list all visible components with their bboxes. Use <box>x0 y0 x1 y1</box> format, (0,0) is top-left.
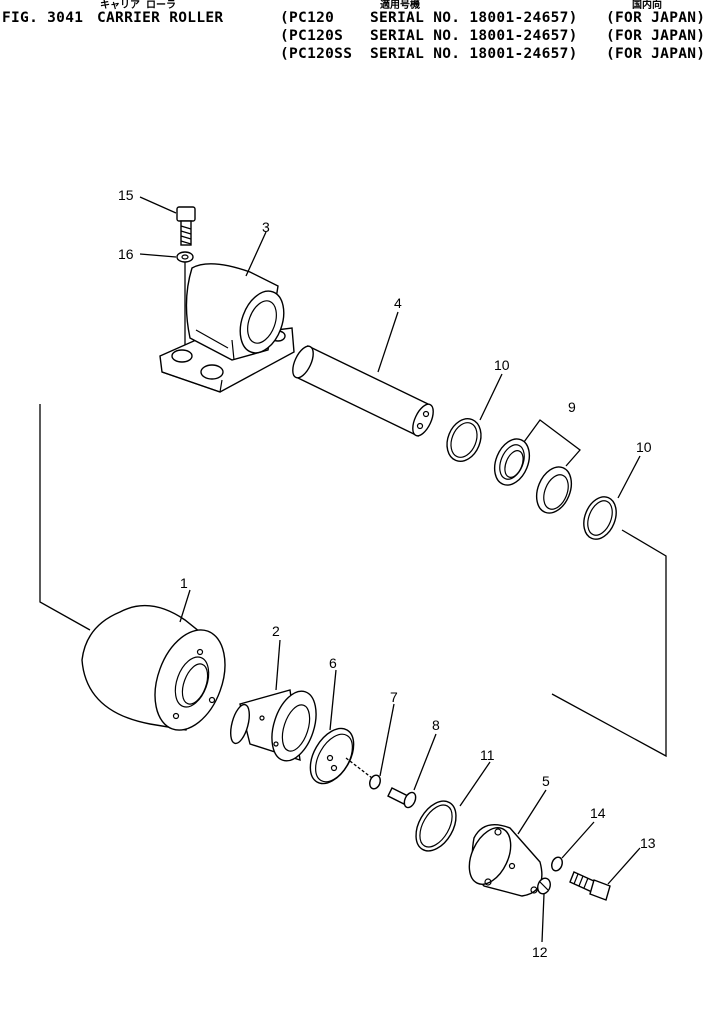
part-4-shaft <box>292 345 434 437</box>
leader-4 <box>377 311 399 373</box>
part-10-o-ring-lower <box>583 496 617 540</box>
callout-5: 5 <box>542 773 550 789</box>
part-9-floating-seal-left <box>493 438 531 486</box>
leader-15 <box>139 196 177 214</box>
model-line-2: (PC120S <box>280 28 344 44</box>
callout-3: 3 <box>262 219 270 235</box>
part-10-o-ring-upper <box>446 418 482 462</box>
part-15-bolt <box>176 206 196 246</box>
part-14-washer <box>551 856 563 872</box>
destination-line-2: (FOR JAPAN) <box>606 28 706 44</box>
part-12-plug <box>537 877 551 895</box>
part-11-o-ring <box>415 800 457 852</box>
leader-10-upper <box>479 373 503 421</box>
part-7-lock-washer <box>369 774 381 790</box>
model-line-1: (PC120 <box>280 10 335 26</box>
callout-7: 7 <box>390 689 398 705</box>
title-japanese: キャリア ローラ <box>100 0 177 11</box>
part-13-bolt <box>569 871 611 901</box>
serial-heading-japanese: 適用号機 <box>380 0 420 11</box>
serial-line-2: SERIAL NO. 18001-24657) <box>370 28 578 44</box>
leader-12 <box>541 893 545 943</box>
figure-title: CARRIER ROLLER <box>97 10 224 26</box>
callout-2: 2 <box>272 623 280 639</box>
part-9-floating-seal-right <box>535 466 573 514</box>
callout-9: 9 <box>568 399 576 415</box>
callout-4: 4 <box>394 295 402 311</box>
callout-11: 11 <box>480 747 495 763</box>
axis-6-7 <box>345 757 373 779</box>
part-1-roller <box>81 604 226 731</box>
part-5-cover <box>468 824 543 897</box>
leader-7 <box>379 703 395 777</box>
part-8-bolt <box>387 787 417 809</box>
leader-10-lower <box>617 455 641 499</box>
part-6-thrust-plate <box>309 727 355 785</box>
callout-6: 6 <box>329 655 337 671</box>
model-line-3: (PC120SS <box>280 46 353 62</box>
callout-15: 15 <box>118 187 134 203</box>
callout-1: 1 <box>180 575 188 591</box>
leader-14 <box>561 821 595 859</box>
callout-10-lower: 10 <box>636 439 652 455</box>
callout-14: 14 <box>590 805 606 821</box>
callout-10-upper: 10 <box>494 357 510 373</box>
leader-9 <box>523 419 581 467</box>
leader-1 <box>179 589 191 623</box>
leader-13 <box>607 847 641 885</box>
destination-heading-japanese: 国内向 <box>632 0 662 11</box>
destination-line-1: (FOR JAPAN) <box>606 10 706 26</box>
callout-12: 12 <box>532 944 548 960</box>
leader-8 <box>413 733 437 791</box>
serial-line-3: SERIAL NO. 18001-24657) <box>370 46 578 62</box>
part-16-washer <box>176 251 194 263</box>
leader-16 <box>139 253 177 258</box>
figure-header: キャリア ローラ 適用号機 国内向 FIG. 3041 CARRIER ROLL… <box>0 0 726 72</box>
leader-5 <box>517 789 547 835</box>
figure-number: FIG. 3041 <box>2 10 84 26</box>
leader-6 <box>329 669 337 731</box>
callout-numbers: 1 2 3 4 5 6 7 8 9 10 10 11 12 13 14 15 1… <box>118 187 656 960</box>
leader-2 <box>275 639 281 691</box>
serial-line-1: SERIAL NO. 18001-24657) <box>370 10 578 26</box>
callout-16: 16 <box>118 246 134 262</box>
destination-line-3: (FOR JAPAN) <box>606 46 706 62</box>
leader-3 <box>245 231 267 277</box>
part-2-bushing <box>229 689 317 762</box>
assembly-bracket-lines <box>39 404 667 758</box>
callout-8: 8 <box>432 717 440 733</box>
callout-13: 13 <box>640 835 656 851</box>
part-3-bracket <box>159 263 295 393</box>
leader-11 <box>459 761 491 807</box>
